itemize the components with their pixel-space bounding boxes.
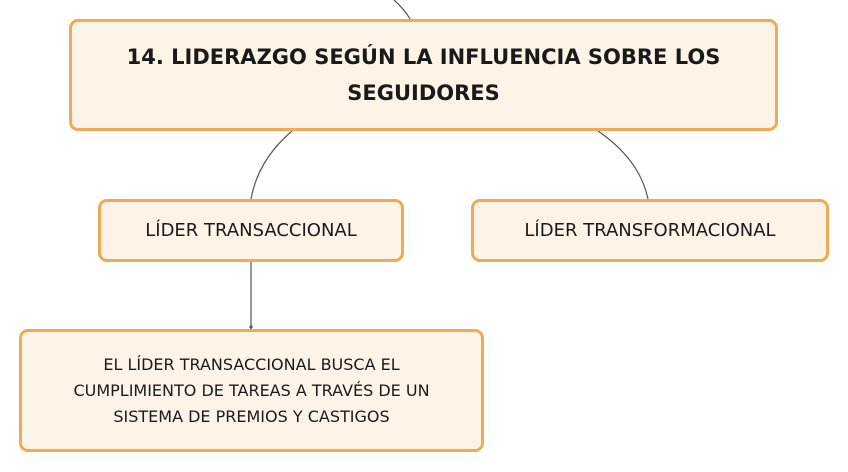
connector-main-to-transformational	[597, 130, 649, 200]
connector-parent-to-main	[393, 0, 411, 20]
transformational-leader-label: LÍDER TRANSFORMACIONAL	[524, 220, 776, 241]
main-topic-label: 14. LIDERAZGO SEGÚN LA INFLUENCIA SOBRE …	[126, 45, 721, 105]
transactional-leader-label: LÍDER TRANSACCIONAL	[145, 220, 357, 241]
transactional-description-label: EL LÍDER TRANSACCIONAL BUSCA EL CUMPLIMI…	[73, 354, 430, 426]
transactional-leader-node[interactable]: LÍDER TRANSACCIONAL	[98, 199, 404, 262]
connector-main-to-transactional	[250, 130, 293, 200]
transactional-description-node[interactable]: EL LÍDER TRANSACCIONAL BUSCA EL CUMPLIMI…	[19, 329, 484, 452]
transformational-leader-node[interactable]: LÍDER TRANSFORMACIONAL	[471, 199, 829, 262]
main-topic-node[interactable]: 14. LIDERAZGO SEGÚN LA INFLUENCIA SOBRE …	[69, 19, 778, 131]
connector-end-dot	[249, 325, 253, 329]
